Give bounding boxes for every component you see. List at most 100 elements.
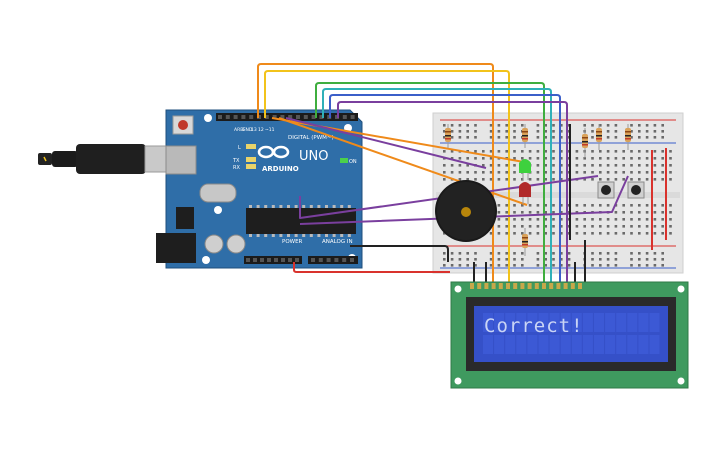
breadboard-hole xyxy=(497,232,501,235)
wire-purple-button-1[interactable] xyxy=(285,117,487,169)
breadboard-hole xyxy=(521,204,524,207)
breadboard-hole xyxy=(505,225,508,228)
usb-cable[interactable] xyxy=(38,144,174,174)
lcd-cell xyxy=(549,313,560,332)
breadboard-hole xyxy=(443,164,446,167)
chip-pin xyxy=(325,234,328,237)
wire-purple-button-3[interactable] xyxy=(299,175,629,225)
breadboard-hole xyxy=(614,157,618,160)
arduino-board[interactable]: L TX RX ON ARDUINO UNO AREF GND 13 12 ~1… xyxy=(156,109,363,269)
arduino-logo: ARDUINO UNO xyxy=(257,145,328,173)
push-button-2[interactable] xyxy=(627,181,645,199)
lcd-cell xyxy=(571,313,582,332)
breadboard-hole xyxy=(536,171,540,174)
breadboard-hole xyxy=(622,232,625,235)
resistor[interactable] xyxy=(625,124,631,150)
breadboard-hole xyxy=(466,252,469,255)
breadboard-hole xyxy=(599,258,602,261)
breadboard-hole xyxy=(638,264,641,267)
breadboard-hole xyxy=(552,232,555,235)
breadboard-hole xyxy=(630,171,633,174)
header-pin-hole xyxy=(318,258,323,262)
breadboard-hole xyxy=(645,136,649,139)
breadboard-hole xyxy=(536,130,540,133)
resistor[interactable] xyxy=(522,228,528,256)
chip-pin xyxy=(287,234,290,237)
breadboard-hole xyxy=(521,252,524,255)
lcd-cell xyxy=(538,335,549,354)
wire-yellow-lcd[interactable] xyxy=(264,70,510,283)
breadboard-hole xyxy=(591,124,594,127)
resistor[interactable] xyxy=(582,128,588,158)
breadboard-hole xyxy=(645,232,649,235)
power-header[interactable] xyxy=(244,256,302,264)
resistor[interactable] xyxy=(596,124,602,150)
breadboard-hole xyxy=(521,258,524,261)
digital-header[interactable] xyxy=(216,113,358,121)
lcd-cell xyxy=(571,335,582,354)
breadboard-hole xyxy=(544,136,547,139)
wire-teal-lcd[interactable] xyxy=(322,88,552,283)
led-tx xyxy=(246,157,256,162)
breadboard-hole xyxy=(622,164,625,167)
breadboard-hole xyxy=(536,164,540,167)
wire-orange-lcd[interactable] xyxy=(257,63,494,283)
breadboard-hole xyxy=(560,124,563,127)
breadboard-hole xyxy=(591,218,594,221)
lcd-cell xyxy=(638,313,649,332)
breadboard-hole xyxy=(513,258,516,261)
chip-pin xyxy=(332,234,336,237)
breadboard-hole xyxy=(536,258,540,261)
power-jack[interactable] xyxy=(156,233,196,263)
analog-header[interactable] xyxy=(308,256,358,264)
breadboard-hole xyxy=(661,252,664,255)
breadboard-hole xyxy=(630,218,633,221)
wire-purple-lcd[interactable] xyxy=(337,101,568,283)
resistor[interactable] xyxy=(445,124,451,148)
header-pin-hole xyxy=(326,258,331,262)
lcd-cell xyxy=(627,313,638,332)
green-led[interactable] xyxy=(519,159,531,180)
reset-button-cap[interactable] xyxy=(178,120,188,130)
breadboard-hole xyxy=(497,164,501,167)
red-led[interactable] xyxy=(519,182,531,204)
breadboard-hole xyxy=(638,124,641,127)
breadboard-hole xyxy=(497,171,501,174)
breadboard-hole xyxy=(614,218,618,221)
breadboard-hole xyxy=(630,204,633,207)
header-pin-hole xyxy=(233,115,238,119)
breadboard-hole xyxy=(630,136,633,139)
breadboard-hole xyxy=(560,157,563,160)
resistor[interactable] xyxy=(522,124,528,148)
breadboard-hole xyxy=(450,157,454,160)
wire-blue-lcd[interactable] xyxy=(329,94,561,283)
wire-purple-button-2[interactable] xyxy=(299,175,599,219)
breadboard-hole xyxy=(513,264,516,267)
wire-black-ground[interactable] xyxy=(350,245,449,262)
breadboard-hole xyxy=(552,164,555,167)
piezo-buzzer[interactable] xyxy=(435,180,497,242)
breadboard-hole xyxy=(645,178,649,181)
breadboard-hole xyxy=(505,171,508,174)
crystal-oscillator xyxy=(199,183,237,203)
usb-plug-body xyxy=(76,144,146,174)
power-header-label: POWER xyxy=(282,239,303,245)
wire-green-lcd[interactable] xyxy=(315,82,545,283)
breadboard-hole xyxy=(622,225,625,228)
capacitor xyxy=(204,234,224,254)
breadboard-hole xyxy=(544,211,547,214)
breadboard-hole xyxy=(661,232,664,235)
digital-pin-holes xyxy=(218,115,355,119)
push-button-1[interactable] xyxy=(597,181,615,199)
breadboard-hole xyxy=(606,136,610,139)
breadboard-hole xyxy=(466,178,469,181)
lcd-module[interactable]: Correct! xyxy=(450,281,689,389)
lcd-cell xyxy=(483,335,493,354)
breadboard-hole xyxy=(645,211,649,214)
breadboard-hole xyxy=(497,264,501,267)
lcd-display-text: Correct! xyxy=(484,315,584,337)
breadboard-hole xyxy=(450,150,454,153)
breadboard-hole xyxy=(575,171,579,174)
breadboard-hole xyxy=(622,218,625,221)
wire-red-power[interactable] xyxy=(293,262,450,273)
